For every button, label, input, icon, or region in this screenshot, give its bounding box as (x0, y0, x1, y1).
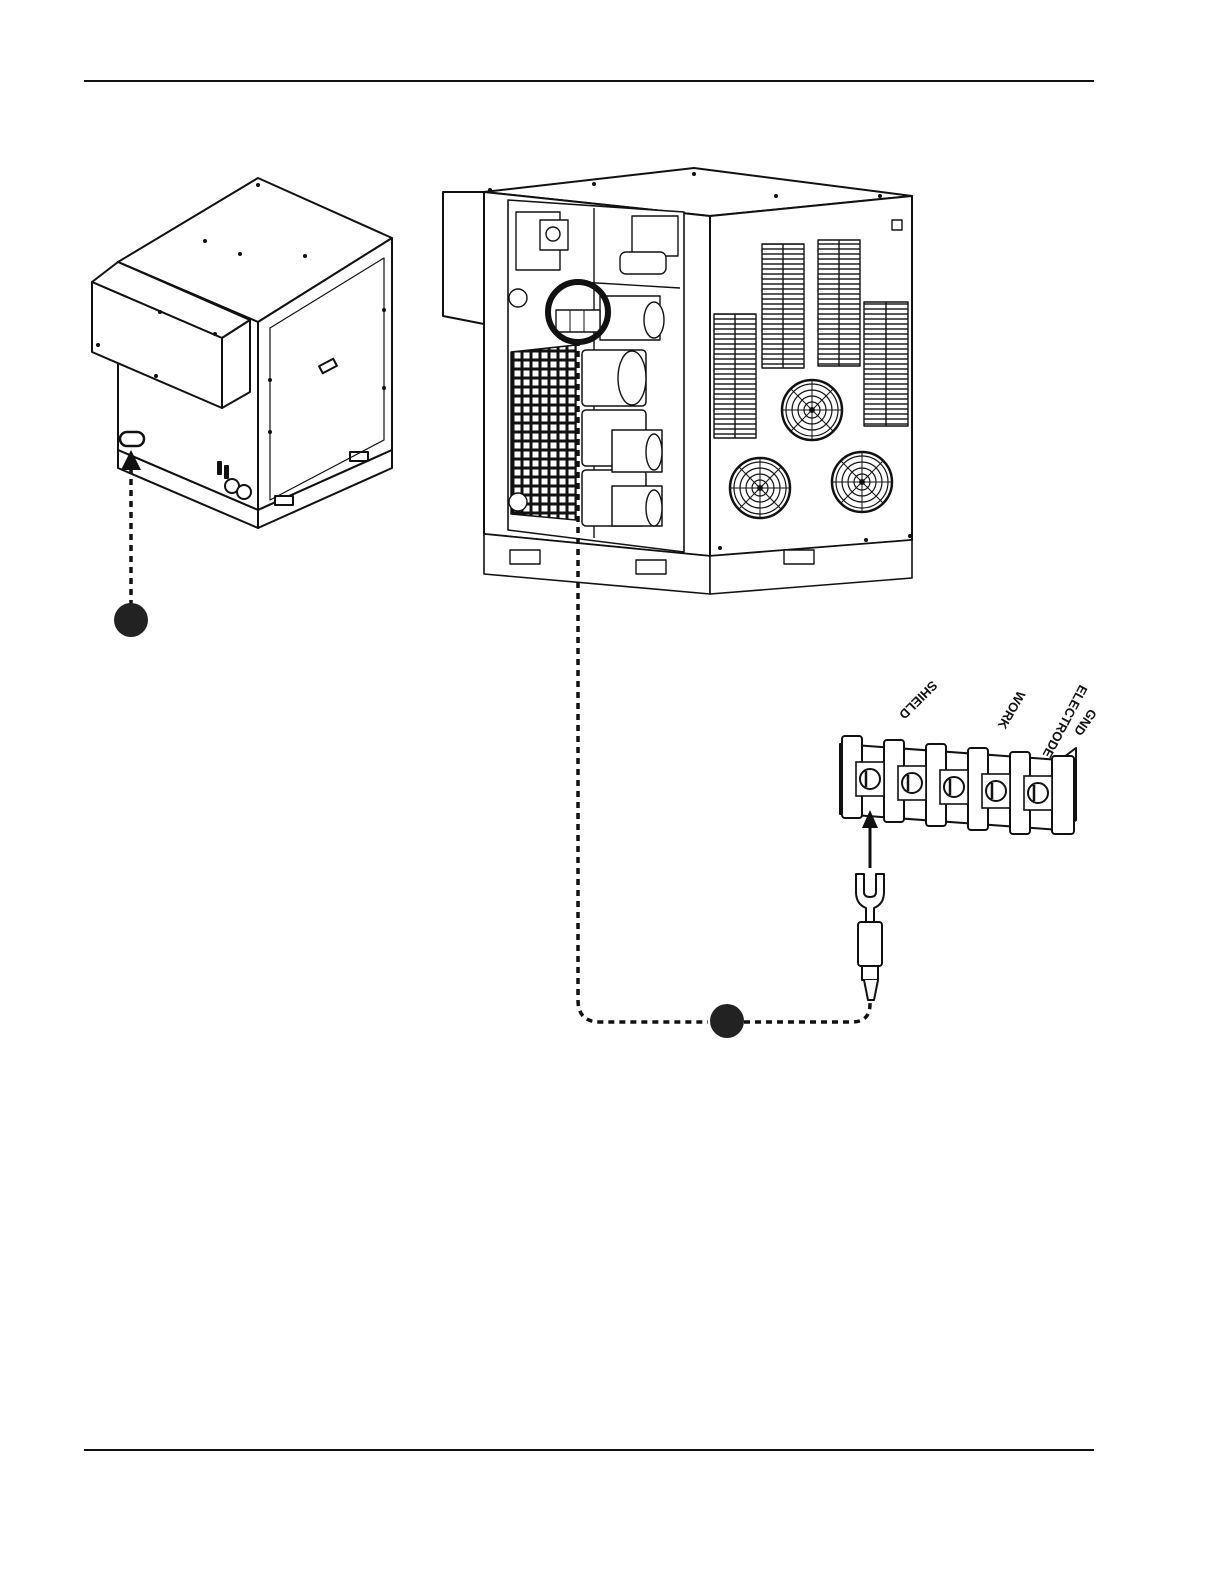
fan-grille-icon (832, 452, 892, 512)
screw-terminal-2 (898, 766, 926, 800)
screw-terminal-4 (982, 774, 1010, 808)
fan-grille-icon (730, 458, 790, 518)
spade-lug-icon (856, 874, 884, 1000)
screw-terminal-5 (1024, 776, 1052, 810)
screw-terminal-shield (856, 762, 884, 796)
callout-2-marker (710, 1004, 744, 1038)
fan-grille-icon (782, 380, 842, 440)
terminal-label-work: WORK (995, 689, 1029, 733)
screw-terminal-3 (940, 770, 968, 804)
terminal-label-shield: SHIELD (896, 678, 940, 722)
power-supply-rear-view (92, 178, 392, 528)
callout-1-marker (114, 603, 148, 637)
power-supply-open-view (443, 168, 912, 594)
